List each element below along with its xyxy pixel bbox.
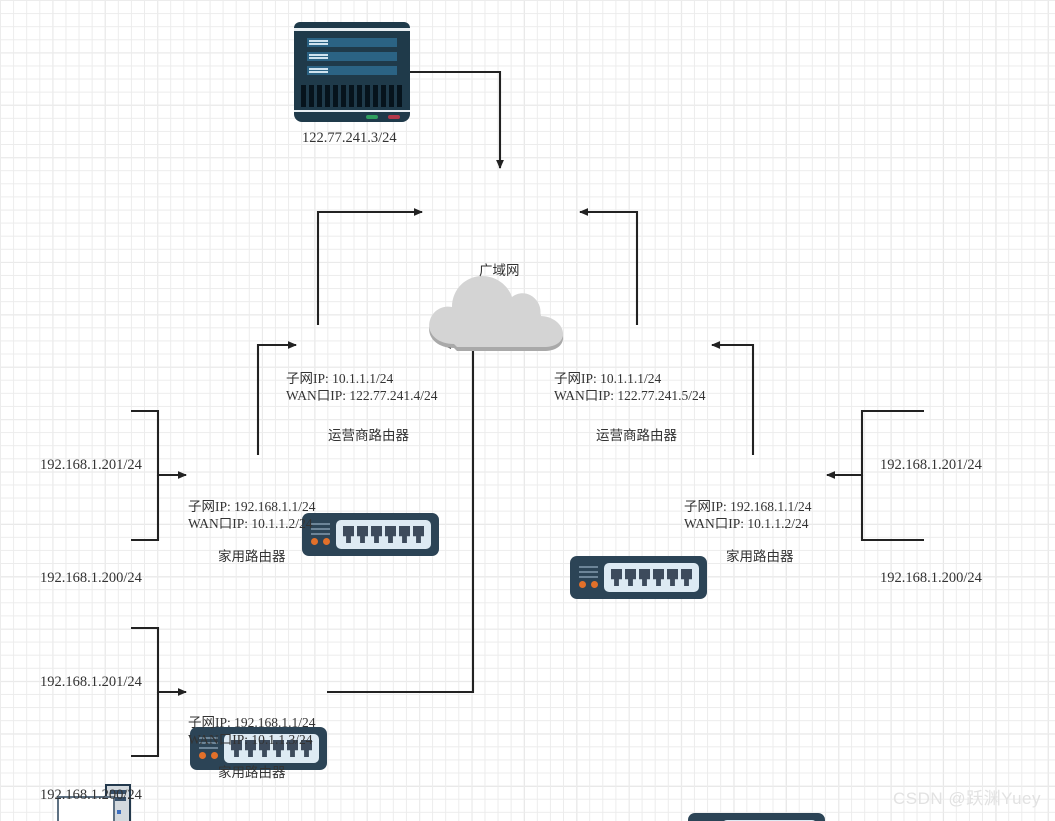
server-ip-label: 122.77.241.3/24	[302, 130, 397, 146]
router-port-panel	[224, 734, 319, 763]
pc-left-mid-bottom-ip-label: 192.168.1.200/24	[40, 570, 142, 586]
router-port	[667, 569, 678, 586]
home-router-left-mid-wan-label: WAN口IP: 10.1.1.2/24	[188, 516, 313, 531]
router-port	[653, 569, 664, 586]
cloud-label: 广域网	[479, 263, 520, 278]
pc-right-bottom-ip-label: 192.168.1.200/24	[880, 570, 982, 586]
router-port	[385, 526, 396, 543]
pc-left-bottom-bottom-ip-label: 192.168.1.200/24	[40, 787, 142, 803]
edge-pc-right-group-to-router	[826, 409, 924, 479]
server-base-line	[294, 110, 410, 112]
home-router-left-bottom-subnet-label: 子网IP: 192.168.1.1/24	[188, 715, 316, 730]
router-indicator-lines-icon	[579, 566, 598, 581]
router-port	[399, 526, 410, 543]
pc-left-bottom-top-ip-label: 192.168.1.201/24	[40, 674, 142, 690]
isp-router-right-role-label: 运营商路由器	[596, 428, 677, 443]
router-port	[343, 526, 354, 543]
edge-pc-leftbottom-group-to-router	[131, 626, 187, 696]
isp-router-left-subnet-label: 子网IP: 10.1.1.1/24	[286, 371, 394, 386]
csdn-watermark: CSDN @跃渊Yuey	[893, 789, 1041, 808]
home-router-left-bottom-wan-label: WAN口IP: 10.1.1.3/24	[188, 732, 313, 747]
edge-pc-leftbottom-bottom-stub	[131, 692, 160, 758]
edge-server-to-cloud	[410, 70, 504, 169]
isp-router-right-subnet-label: 子网IP: 10.1.1.1/24	[554, 371, 662, 386]
server-drive-bays	[307, 38, 397, 80]
router-port	[357, 526, 368, 543]
server-led-red-icon	[388, 115, 400, 119]
home-router-left-mid-role-label: 家用路由器	[218, 549, 286, 564]
router-led-icons	[311, 538, 330, 545]
router-indicator-lines-icon	[311, 523, 330, 538]
home-router-right-role-label: 家用路由器	[726, 549, 794, 564]
edge-ispleft-to-cloud	[316, 208, 423, 325]
router-port-panel	[336, 520, 431, 549]
server-vents	[301, 85, 403, 107]
home-router-left-mid-node[interactable]	[190, 727, 327, 770]
router-port	[231, 740, 242, 757]
home-router-right-wan-label: WAN口IP: 10.1.1.2/24	[684, 516, 809, 531]
isp-router-right-wan-label: WAN口IP: 122.77.241.5/24	[554, 388, 706, 403]
home-router-right-node[interactable]	[688, 813, 825, 821]
isp-router-left-wan-label: WAN口IP: 122.77.241.4/24	[286, 388, 438, 403]
pc-right-top-ip-label: 192.168.1.201/24	[880, 457, 982, 473]
router-port	[245, 740, 256, 757]
router-port	[287, 740, 298, 757]
router-led-icons	[199, 752, 218, 759]
isp-router-left-node[interactable]	[302, 513, 439, 556]
edge-homeleftmid-to-ispleft	[256, 341, 297, 455]
pc-left-mid-top-ip-label: 192.168.1.201/24	[40, 457, 142, 473]
router-port	[259, 740, 270, 757]
home-router-left-bottom-role-label: 家用路由器	[218, 765, 286, 780]
home-router-right-subnet-label: 子网IP: 192.168.1.1/24	[684, 499, 812, 514]
router-led-icons	[579, 581, 598, 588]
edge-pc-leftmid-bottom-stub	[131, 475, 160, 542]
wan-cloud-node[interactable]	[424, 268, 574, 356]
router-port	[273, 740, 284, 757]
router-port	[611, 569, 622, 586]
isp-router-right-node[interactable]	[570, 556, 707, 599]
router-port	[413, 526, 424, 543]
isp-router-left-role-label: 运营商路由器	[328, 428, 409, 443]
edge-pc-leftmid-group-to-router	[131, 409, 187, 479]
router-port	[301, 740, 312, 757]
pc-left-mid-top-node[interactable]	[57, 784, 131, 821]
router-port	[625, 569, 636, 586]
server-node[interactable]	[294, 22, 410, 122]
pc-monitor-icon	[57, 796, 115, 821]
router-port-panel	[604, 563, 699, 592]
router-port	[681, 569, 692, 586]
edge-ispright-to-cloud	[579, 208, 639, 325]
router-port	[371, 526, 382, 543]
router-indicator-lines-icon	[199, 737, 218, 752]
edge-homeright-to-ispright	[711, 341, 755, 455]
server-top-strip	[294, 28, 410, 31]
router-port	[639, 569, 650, 586]
server-led-green-icon	[366, 115, 378, 119]
home-router-left-mid-subnet-label: 子网IP: 192.168.1.1/24	[188, 499, 316, 514]
cloud-icon	[429, 276, 564, 351]
edge-pc-right-bottom-stub	[860, 475, 924, 542]
